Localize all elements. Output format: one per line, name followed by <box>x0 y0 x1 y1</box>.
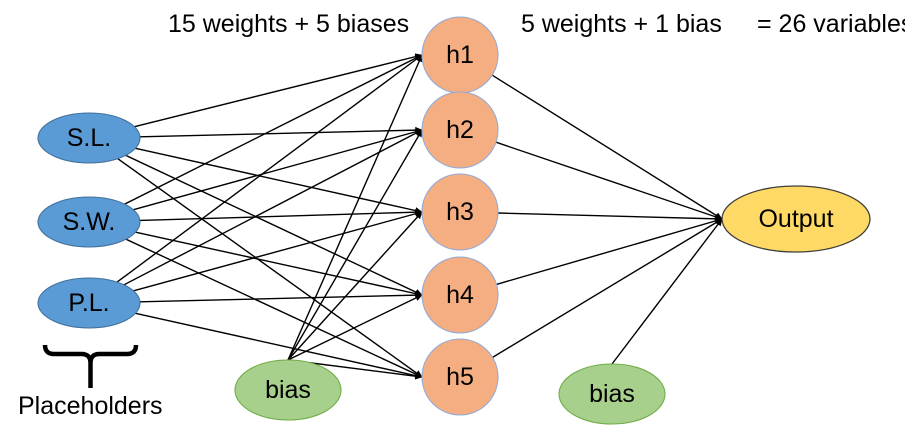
node-bias-hidden[interactable] <box>234 359 342 421</box>
edge-input-to-hidden <box>116 54 423 283</box>
node-s-l[interactable] <box>37 112 141 164</box>
edge-bias-to-hidden <box>287 211 423 361</box>
edge-input-to-hidden <box>135 312 423 379</box>
bias-to-output-edges <box>611 218 723 365</box>
edge-input-to-hidden <box>135 231 423 297</box>
node-h3[interactable] <box>421 173 499 251</box>
node-bias-output[interactable] <box>558 363 666 425</box>
bias-to-hidden-edges <box>287 54 423 380</box>
node-s-w[interactable] <box>37 196 141 248</box>
edge-input-to-hidden <box>139 291 423 303</box>
placeholders-brace <box>42 344 139 388</box>
edge-input-to-hidden <box>117 158 423 378</box>
node-p-l[interactable] <box>37 277 141 329</box>
edge-bias-to-hidden <box>287 294 423 361</box>
edge-hidden-to-output <box>491 74 723 220</box>
edge-hidden-to-output <box>492 218 723 358</box>
caption-total-variables: = 26 variables <box>757 10 905 38</box>
edge-input-to-hidden <box>133 210 423 292</box>
edge-bias-to-output <box>611 218 723 365</box>
node-h4[interactable] <box>421 256 499 334</box>
edge-hidden-to-output <box>495 141 723 221</box>
node-output[interactable] <box>721 185 871 253</box>
hidden-to-output-edges <box>491 74 723 358</box>
edge-input-to-hidden <box>135 147 423 214</box>
node-shapes-layer <box>37 16 871 425</box>
edge-input-to-hidden <box>139 208 423 222</box>
edge-input-to-hidden <box>124 54 423 205</box>
brace-curve <box>42 344 139 364</box>
edge-input-to-hidden <box>133 128 423 211</box>
caption-hidden-layer-params: 15 weights + 5 biases <box>168 10 410 38</box>
input-to-hidden-edges <box>116 53 423 379</box>
node-h1[interactable] <box>421 16 499 94</box>
edge-bias-to-hidden <box>287 54 423 361</box>
node-h2[interactable] <box>421 91 499 169</box>
node-h5[interactable] <box>421 338 499 416</box>
edge-input-to-hidden <box>125 154 423 296</box>
edge-hidden-to-output <box>496 217 723 286</box>
edge-input-to-hidden <box>123 129 423 286</box>
placeholders-label: Placeholders <box>18 392 163 420</box>
edge-input-to-hidden <box>139 126 423 138</box>
edge-bias-to-hidden <box>287 129 423 361</box>
edge-input-to-hidden <box>134 53 423 128</box>
caption-output-layer-params: 5 weights + 1 bias <box>521 10 722 38</box>
edge-input-to-hidden <box>125 238 423 378</box>
edge-hidden-to-output <box>497 212 723 223</box>
